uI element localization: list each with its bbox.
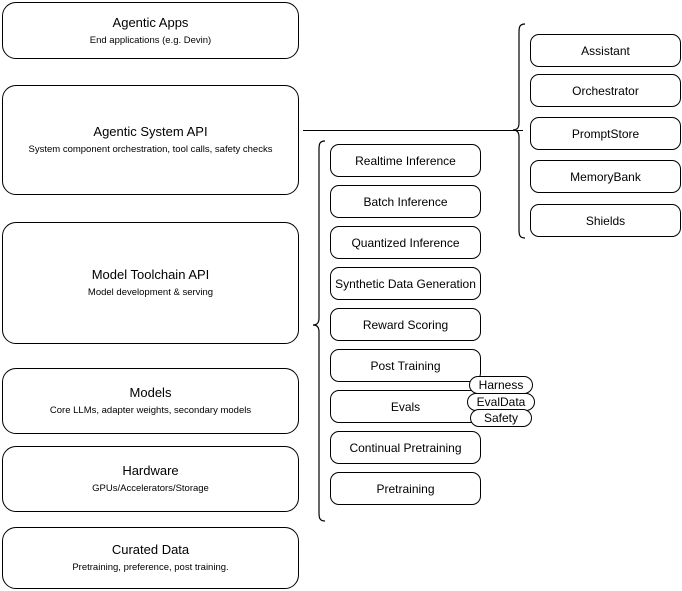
layer-title: Curated Data (111, 542, 190, 557)
component-continual-pretraining[interactable]: Continual Pretraining (330, 431, 481, 464)
component-label: Continual Pretraining (349, 440, 462, 455)
component-label: Evals (390, 399, 421, 414)
layer-subtitle: GPUs/Accelerators/Storage (92, 483, 209, 494)
layer-subtitle: Pretraining, preference, post training. (72, 562, 229, 573)
layer-title: Hardware (122, 463, 179, 478)
component-label: Realtime Inference (355, 153, 456, 168)
layer-agentic-system-api[interactable]: Agentic System API System component orch… (2, 85, 299, 195)
component-pretraining[interactable]: Pretraining (330, 472, 481, 505)
layer-curated-data[interactable]: Curated Data Pretraining, preference, po… (2, 527, 299, 589)
component-shields[interactable]: Shields (530, 204, 681, 237)
component-memorybank[interactable]: MemoryBank (530, 160, 681, 193)
component-realtime-inference[interactable]: Realtime Inference (330, 144, 481, 177)
component-label: Reward Scoring (362, 317, 449, 332)
layer-subtitle: Core LLMs, adapter weights, secondary mo… (49, 405, 252, 416)
layer-subtitle: Model development & serving (87, 287, 214, 298)
connector-line-agentic-system-api (303, 130, 523, 131)
component-label: Assistant (581, 43, 630, 58)
tag-label: Harness (478, 377, 524, 392)
component-label: MemoryBank (570, 169, 641, 184)
component-orchestrator[interactable]: Orchestrator (530, 74, 681, 107)
component-label: Shields (585, 213, 626, 228)
tag-safety[interactable]: Safety (470, 409, 532, 427)
component-label: Batch Inference (363, 194, 448, 209)
component-synthetic-data-generation[interactable]: Synthetic Data Generation (330, 267, 481, 300)
layer-title: Model Toolchain API (91, 267, 210, 282)
tag-label: Safety (483, 410, 519, 425)
layer-models[interactable]: Models Core LLMs, adapter weights, secon… (2, 368, 299, 434)
component-label: PromptStore (571, 126, 640, 141)
layer-title: Agentic Apps (112, 14, 189, 30)
component-label: Orchestrator (572, 83, 639, 98)
brace-model-toolchain (312, 140, 326, 522)
component-quantized-inference[interactable]: Quantized Inference (330, 226, 481, 259)
component-label: Pretraining (376, 481, 435, 496)
component-post-training[interactable]: Post Training (330, 349, 481, 382)
layer-agentic-apps[interactable]: Agentic Apps End applications (e.g. Devi… (2, 2, 299, 59)
layer-model-toolchain-api[interactable]: Model Toolchain API Model development & … (2, 222, 299, 344)
tag-harness[interactable]: Harness (469, 376, 533, 394)
component-promptstore[interactable]: PromptStore (530, 117, 681, 150)
layer-hardware[interactable]: Hardware GPUs/Accelerators/Storage (2, 446, 299, 512)
brace-agentic-system (512, 23, 526, 239)
component-label: Synthetic Data Generation (335, 276, 476, 291)
layer-subtitle: System component orchestration, tool cal… (28, 144, 273, 155)
component-assistant[interactable]: Assistant (530, 34, 681, 67)
component-evals[interactable]: Evals (330, 390, 481, 423)
layer-title: Agentic System API (93, 124, 208, 139)
component-batch-inference[interactable]: Batch Inference (330, 185, 481, 218)
component-label: Quantized Inference (351, 235, 460, 250)
component-reward-scoring[interactable]: Reward Scoring (330, 308, 481, 341)
component-label: Post Training (370, 358, 441, 373)
layer-subtitle: End applications (e.g. Devin) (89, 34, 212, 46)
tag-label: EvalData (476, 394, 526, 409)
layer-title: Models (129, 385, 172, 400)
